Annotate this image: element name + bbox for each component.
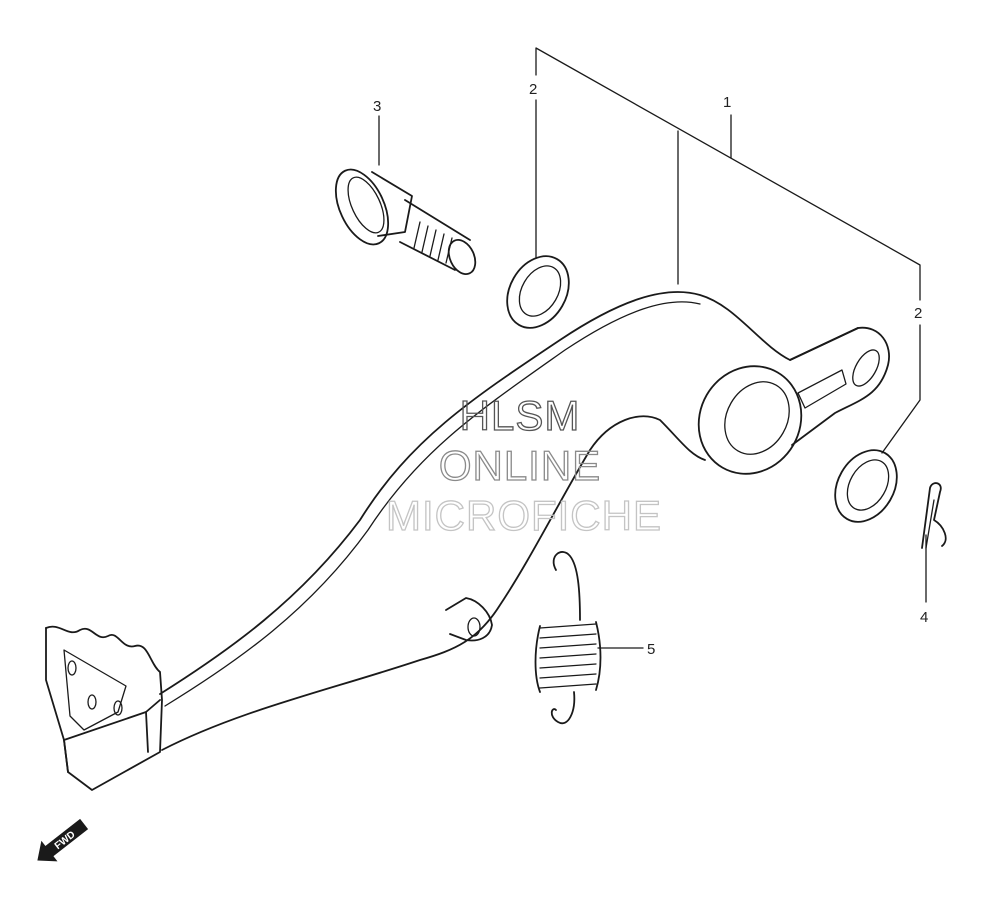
return-spring-part [534,551,602,725]
callout-part-2-lower: 2 [914,305,922,322]
watermark-line-1: HLSM [460,392,581,439]
callout-part-2-upper: 2 [529,81,537,98]
washer-lower-part [834,449,898,523]
assembly-leader-lines [378,47,927,649]
callout-part-3: 3 [373,98,381,115]
callout-part-4: 4 [920,609,928,626]
forward-direction-marker: FWD [37,818,89,862]
watermark-line-3: MICROFICHE [386,492,662,539]
cotter-pin-part [921,482,947,549]
watermark: HLSM ONLINE MICROFICHE [385,391,662,539]
forward-arrow-icon [37,818,89,862]
callout-part-1: 1 [723,94,731,111]
washer-upper-part [506,255,570,329]
brake-pedal-part [45,291,890,791]
pivot-bolt-part [334,168,477,275]
callout-part-5: 5 [647,641,655,658]
watermark-line-2: ONLINE [439,442,601,489]
